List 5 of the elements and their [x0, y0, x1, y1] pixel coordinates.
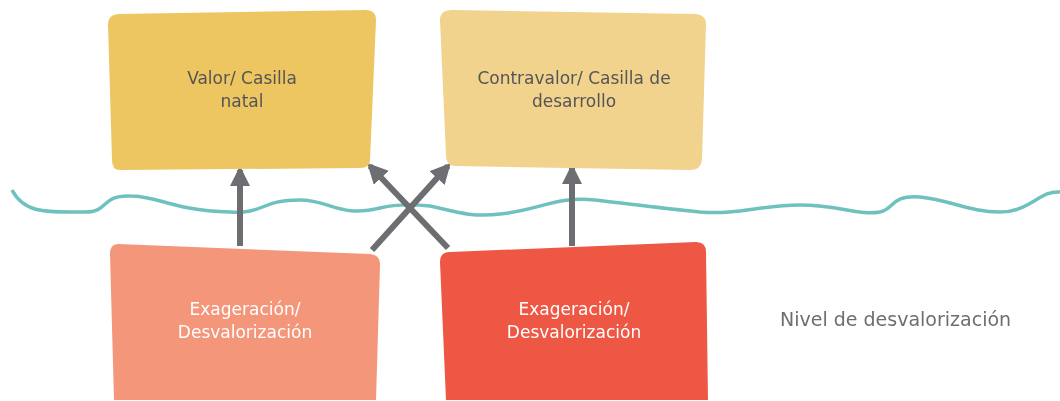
card-text: Contravalor/ Casilla de desarrollo [476, 67, 672, 113]
card-text: Exageración/ Desvalorización [505, 298, 643, 344]
level-label: Nivel de desvalorización [780, 308, 1012, 330]
card-text: Exageración/ Desvalorización [176, 298, 314, 344]
card-text: Valor/ Casilla natal [186, 67, 298, 113]
